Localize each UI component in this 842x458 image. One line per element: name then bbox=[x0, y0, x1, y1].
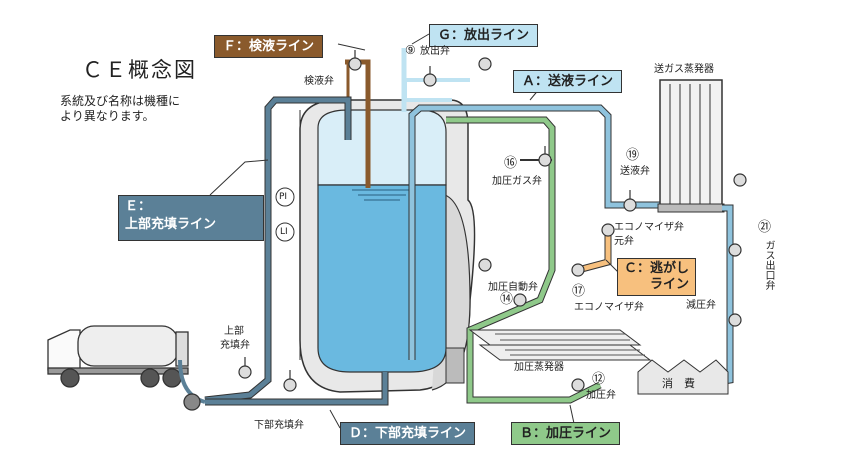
pi-label: PI bbox=[279, 192, 288, 202]
line-c-label: Ｃ：逃がし ライン bbox=[617, 258, 697, 296]
line-e-letter: Ｅ： bbox=[125, 199, 152, 214]
line-d-label: Ｄ：下部充填ライン bbox=[340, 422, 476, 445]
send-liquid-valve-label: 送液弁 bbox=[620, 166, 650, 177]
tank-inner-gas bbox=[317, 109, 447, 186]
line-f-label: Ｆ：検液ライン bbox=[214, 35, 324, 58]
num-21: ㉑ bbox=[758, 220, 772, 235]
econo-valve-label: エコノマイザ弁 bbox=[574, 302, 644, 313]
num-19: ⑲ bbox=[626, 148, 640, 163]
send-gas-evaporator-label: 送ガス蒸発器 bbox=[654, 64, 714, 75]
pressure-gas-valve-label: 加圧ガス弁 bbox=[492, 176, 542, 187]
pressure-evaporator-label: 加圧蒸発器 bbox=[514, 362, 564, 373]
consumption-building bbox=[637, 359, 729, 395]
pressure-auto-valve-label: 加圧自動弁 bbox=[488, 282, 538, 293]
num-14: ⑭ bbox=[500, 292, 514, 307]
note-line-1: 系統及び名称は機種に bbox=[60, 94, 181, 108]
note-line-2: より異なります。 bbox=[60, 109, 155, 123]
line-a-label: Ａ：送液ライン bbox=[513, 70, 623, 93]
tanker-truck bbox=[47, 325, 206, 411]
line-c-text-1: Ｃ：逃がし bbox=[624, 261, 690, 276]
send-gas-evaporator bbox=[657, 79, 725, 213]
upper-fill-valve-label-1: 上部 bbox=[224, 326, 244, 337]
econo-main-valve-label-2: 元弁 bbox=[614, 236, 634, 247]
li-gauge bbox=[275, 222, 295, 242]
line-e-label: Ｅ： 上部充填ライン bbox=[118, 195, 264, 241]
upper-fill-valve-label-2: 充填弁 bbox=[220, 340, 250, 351]
pi-gauge bbox=[275, 187, 295, 207]
sample-valve-label: 検液弁 bbox=[304, 76, 334, 87]
num-17: ⑰ bbox=[572, 284, 586, 299]
pressure-evaporator-coil bbox=[468, 329, 652, 361]
discharge-valve-label: 放出弁 bbox=[420, 46, 450, 57]
line-g-label: Ｇ：放出ライン bbox=[429, 24, 539, 47]
line-e-name: 上部充填ライン bbox=[125, 217, 217, 232]
gas-outlet-line bbox=[699, 204, 734, 389]
reducing-valve-label: 減圧弁 bbox=[686, 300, 716, 311]
num-16: ⑯ bbox=[504, 156, 518, 171]
tank-inner-liquid bbox=[317, 184, 447, 373]
pressure-valve-label: 加圧弁 bbox=[586, 390, 616, 401]
li-label: LI bbox=[280, 227, 288, 237]
num-9: ⑨ bbox=[405, 43, 416, 57]
valve-symbols bbox=[238, 50, 747, 392]
diagram-title: ＣＥ概念図 bbox=[82, 58, 197, 82]
lower-fill-valve-label: 下部充填弁 bbox=[254, 420, 304, 431]
diagram-note: 系統及び名称は機種に より異なります。 bbox=[60, 94, 180, 124]
line-c-text-2: ライン bbox=[650, 277, 690, 292]
econo-main-valve-label: エコノマイザ弁 bbox=[614, 222, 684, 233]
line-b-label: Ｂ：加圧ライン bbox=[511, 422, 621, 445]
gas-outlet-valve-label: ガス出口弁 bbox=[763, 240, 774, 290]
num-12: ⑫ bbox=[592, 372, 606, 387]
consumption-label: 消 費 bbox=[662, 377, 695, 390]
